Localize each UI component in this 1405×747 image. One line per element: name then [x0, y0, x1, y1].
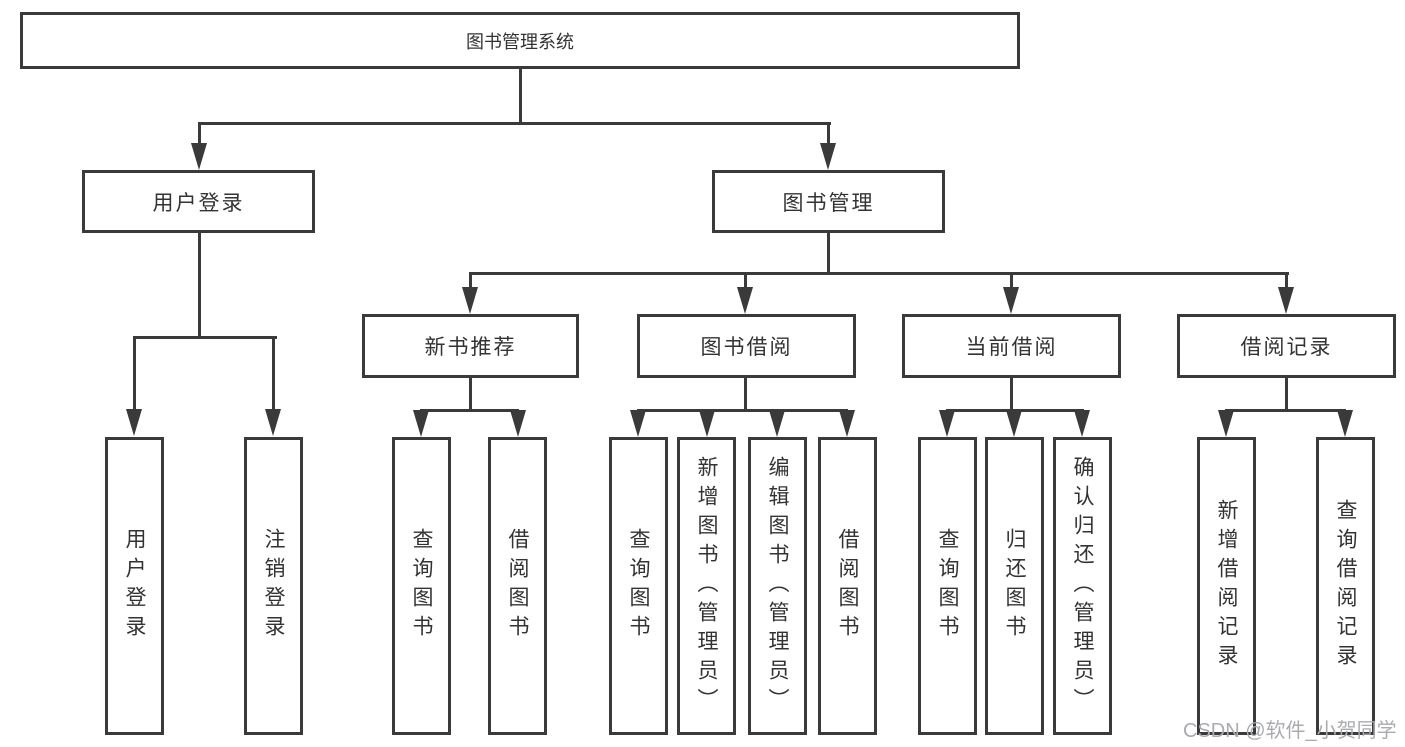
- connector-stem: [1285, 378, 1288, 412]
- leaf-query-borrow-record: 查询借阅记录: [1316, 437, 1375, 735]
- arrow-down-icon: [820, 143, 836, 170]
- watermark: CSDN @软件_小贺同学: [1183, 720, 1397, 742]
- arrow-down-icon: [1337, 410, 1353, 437]
- leaf-logout: 注销登录: [244, 437, 303, 735]
- leaf-label: 查询图书: [627, 528, 650, 644]
- leaf-edit-books-admin: 编辑图书（管理员）: [748, 437, 807, 735]
- leaf-label: 查询图书: [936, 528, 959, 644]
- node-label: 借阅记录: [1240, 336, 1333, 359]
- leaf-query-books: 查询图书: [392, 437, 451, 735]
- connector-branch: [637, 409, 848, 412]
- leaf-label: 新增借阅记录: [1215, 499, 1238, 673]
- arrow-down-icon: [126, 409, 142, 436]
- connector-book-mgmt-branch: [469, 272, 1289, 275]
- connector-drop-user-login: [198, 122, 201, 144]
- connector-book-mgmt-stem: [827, 233, 830, 275]
- arrow-down-icon: [1006, 410, 1022, 437]
- node-label: 图书借阅: [700, 336, 793, 359]
- node-current-borrowing: 当前借阅: [902, 314, 1121, 378]
- arrow-down-icon: [510, 410, 526, 437]
- arrow-down-icon: [462, 287, 478, 314]
- leaf-user-login: 用户登录: [105, 437, 164, 735]
- connector-root-stem: [519, 68, 522, 125]
- node-label: 当前借阅: [965, 336, 1058, 359]
- connector-drop-borrowing: [744, 272, 747, 288]
- connector-drop-login: [133, 336, 136, 410]
- connector-user-login-branch: [133, 336, 277, 339]
- leaf-label: 确认归还（管理员）: [1071, 455, 1094, 717]
- leaf-label: 编辑图书（管理员）: [766, 455, 789, 717]
- arrow-down-icon: [699, 410, 715, 437]
- node-label: 用户登录: [152, 191, 245, 215]
- connector-stem: [469, 378, 472, 412]
- arrow-down-icon: [1003, 287, 1019, 314]
- node-user-login: 用户登录: [82, 170, 315, 233]
- arrow-down-icon: [839, 410, 855, 437]
- leaf-label: 用户登录: [123, 528, 146, 644]
- arrow-down-icon: [265, 409, 281, 436]
- connector-user-login-stem: [198, 233, 201, 339]
- leaf-label: 注销登录: [262, 528, 285, 644]
- leaf-return-books: 归还图书: [985, 437, 1044, 735]
- node-borrowing-records: 借阅记录: [1177, 314, 1396, 378]
- leaf-label: 查询图书: [410, 528, 433, 644]
- connector-drop-records: [1285, 272, 1288, 288]
- leaf-label: 查询借阅记录: [1334, 499, 1357, 673]
- connector-stem: [1010, 378, 1013, 412]
- leaf-confirm-return-admin: 确认归还（管理员）: [1053, 437, 1112, 735]
- connector-root-branch: [198, 122, 831, 125]
- arrow-down-icon: [1218, 410, 1234, 437]
- leaf-query-books: 查询图书: [609, 437, 668, 735]
- leaf-borrow-books: 借阅图书: [818, 437, 877, 735]
- arrow-down-icon: [769, 410, 785, 437]
- leaf-label: 归还图书: [1003, 528, 1026, 644]
- leaf-label: 借阅图书: [506, 528, 529, 644]
- node-library-system: 图书管理系统: [20, 12, 1020, 69]
- arrow-down-icon: [630, 410, 646, 437]
- arrow-down-icon: [191, 143, 207, 170]
- node-label: 新书推荐: [424, 336, 517, 359]
- node-book-borrowing: 图书借阅: [637, 314, 856, 378]
- node-label: 图书管理: [782, 191, 875, 215]
- arrow-down-icon: [1074, 410, 1090, 437]
- connector-drop-book-mgmt: [827, 122, 830, 144]
- connector-drop-current: [1010, 272, 1013, 288]
- leaf-query-books: 查询图书: [918, 437, 977, 735]
- arrow-down-icon: [1278, 287, 1294, 314]
- leaf-borrow-books: 借阅图书: [488, 437, 547, 735]
- leaf-label: 新增图书（管理员）: [695, 455, 718, 717]
- node-label: 图书管理系统: [466, 31, 574, 52]
- node-new-book-recommend: 新书推荐: [362, 314, 579, 378]
- node-book-management: 图书管理: [712, 170, 945, 233]
- arrow-down-icon: [413, 410, 429, 437]
- leaf-add-books-admin: 新增图书（管理员）: [677, 437, 736, 735]
- arrow-down-icon: [939, 410, 955, 437]
- connector-stem: [744, 378, 747, 412]
- connector-drop-new-books: [469, 272, 472, 288]
- arrow-down-icon: [737, 287, 753, 314]
- connector-drop-logout: [272, 336, 275, 410]
- connector-branch: [420, 409, 519, 412]
- connector-branch: [1225, 409, 1346, 412]
- leaf-label: 借阅图书: [836, 528, 859, 644]
- leaf-add-borrow-record: 新增借阅记录: [1197, 437, 1256, 735]
